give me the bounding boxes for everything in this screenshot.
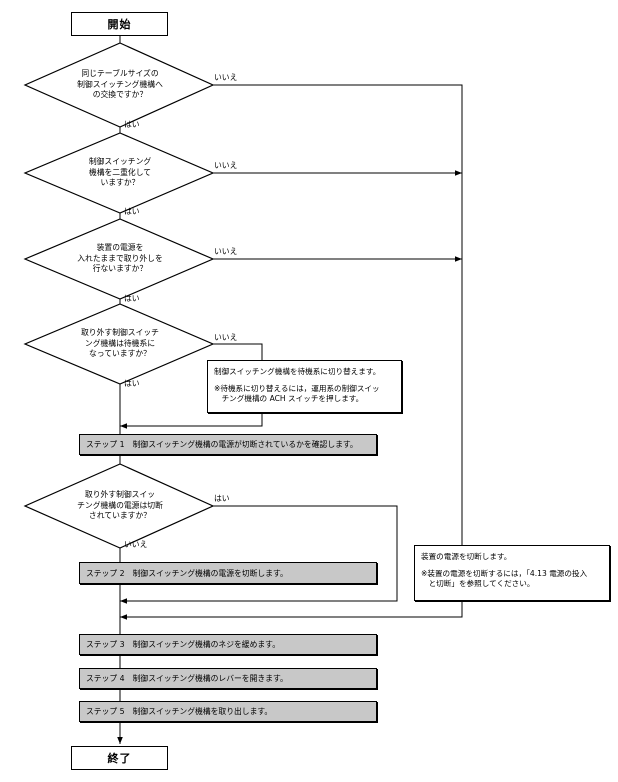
step-5-text: 制御スイッチング機構を取り出します。 <box>132 707 273 716</box>
standby-note-line1: 制御スイッチング機構を待機系に切り替えます。 <box>214 367 381 376</box>
conn-d1-no <box>213 84 463 545</box>
step-2-number: ステップ 2 <box>86 568 125 578</box>
power-off-note-line1: 装置の電源を切断します。 <box>421 552 512 561</box>
decision-4-no-label: いいえ <box>214 333 238 342</box>
decision-3-no-label: いいえ <box>214 247 238 256</box>
decision-1-text: 同じテーブルサイズの 制御スイッチング機構へ の交換ですか？ <box>77 69 163 99</box>
end-terminal: 終了 <box>71 746 168 770</box>
step-1-text: 制御スイッチング機構の電源が切断されているかを確認します。 <box>132 440 358 449</box>
decision-2-text: 制御スイッチング 機構を二重化して いますか？ <box>88 157 152 187</box>
decision-5-no-label: いいえ <box>124 540 148 549</box>
step-3-box: ステップ 3 制御スイッチング機構のネジを緩めます。 <box>79 634 377 655</box>
step-5-box: ステップ 5 制御スイッチング機構を取り出します。 <box>79 701 377 722</box>
step-1-box: ステップ 1 制御スイッチング機構の電源が切断されているかを確認します。 <box>79 434 377 455</box>
step-5-number: ステップ 5 <box>86 707 125 716</box>
decision-3-text: 装置の電源を 入れたままで取り外しを 行ないますか？ <box>77 243 163 273</box>
standby-note-line2: ※待機系に切り替えるには，運用系の制御スイッ チング機構の ACH スイッチを押… <box>214 383 380 404</box>
step-3-text: 制御スイッチング機構のネジを緩めます。 <box>132 640 280 649</box>
power-off-note-line2: ※装置の電源を切断するには，「4.13 電源の投入 と切断」を参照してください。 <box>421 568 588 589</box>
decision-1-yes-label: はい <box>124 120 140 129</box>
decision-5-text: 取り外す制御スイッ チング機構の電源は切断 されていますか？ <box>77 490 163 520</box>
start-terminal: 開始 <box>71 12 168 36</box>
decision-4-yes-label: はい <box>124 379 140 388</box>
step-4-number: ステップ 4 <box>86 674 125 683</box>
decision-1-no-label: いいえ <box>214 73 238 82</box>
conn-standby-return <box>120 413 263 429</box>
conn-power-return <box>120 601 463 620</box>
step-2-text: 制御スイッチング機構の電源を切断します。 <box>132 568 288 578</box>
standby-note-box: 制御スイッチング機構を待機系に切り替えます。 ※待機系に切り替えるには，運用系の… <box>207 360 402 413</box>
decision-2-yes-label: はい <box>124 207 140 216</box>
decision-5-yes-label: はい <box>214 494 230 503</box>
conn-d5-yes <box>120 505 398 604</box>
step-4-text: 制御スイッチング機構のレバーを開きます。 <box>132 674 288 683</box>
decision-4-text: 取り外す制御スイッチ ング機構は待機系に なっていますか？ <box>81 328 159 358</box>
conn-d4-no <box>213 343 263 360</box>
power-off-note-box: 装置の電源を切断します。 ※装置の電源を切断するには，「4.13 電源の投入 と… <box>414 545 610 601</box>
step-2-box: ステップ 2 制御スイッチング機構の電源を切断します。 <box>79 562 377 584</box>
decision-2-no-label: いいえ <box>214 161 238 170</box>
decision-3-yes-label: はい <box>124 294 140 303</box>
step-4-box: ステップ 4 制御スイッチング機構のレバーを開きます。 <box>79 668 377 689</box>
step-3-number: ステップ 3 <box>86 640 125 649</box>
step-1-number: ステップ 1 <box>86 440 125 449</box>
